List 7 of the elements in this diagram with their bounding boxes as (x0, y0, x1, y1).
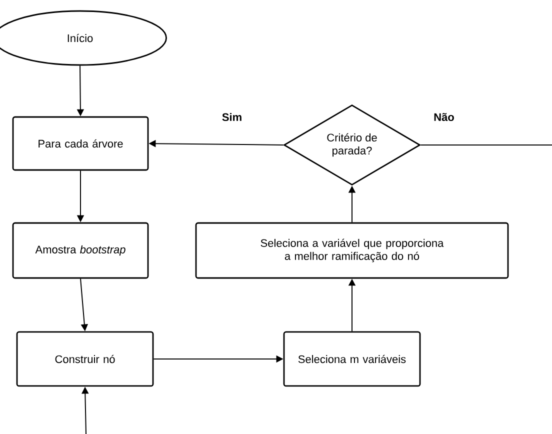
process-box: Para cada árvore (12, 116, 149, 171)
process-box: Construir nó (16, 331, 154, 387)
edge-label: Sim (220, 112, 244, 122)
edge-label: Não (432, 112, 456, 122)
process-box: Amostra bootstrap (12, 222, 149, 279)
process-box: Seleciona a variável que proporciona a melhor ramificação do nó (195, 222, 509, 279)
process-box: Seleciona m variáveis (283, 331, 421, 387)
